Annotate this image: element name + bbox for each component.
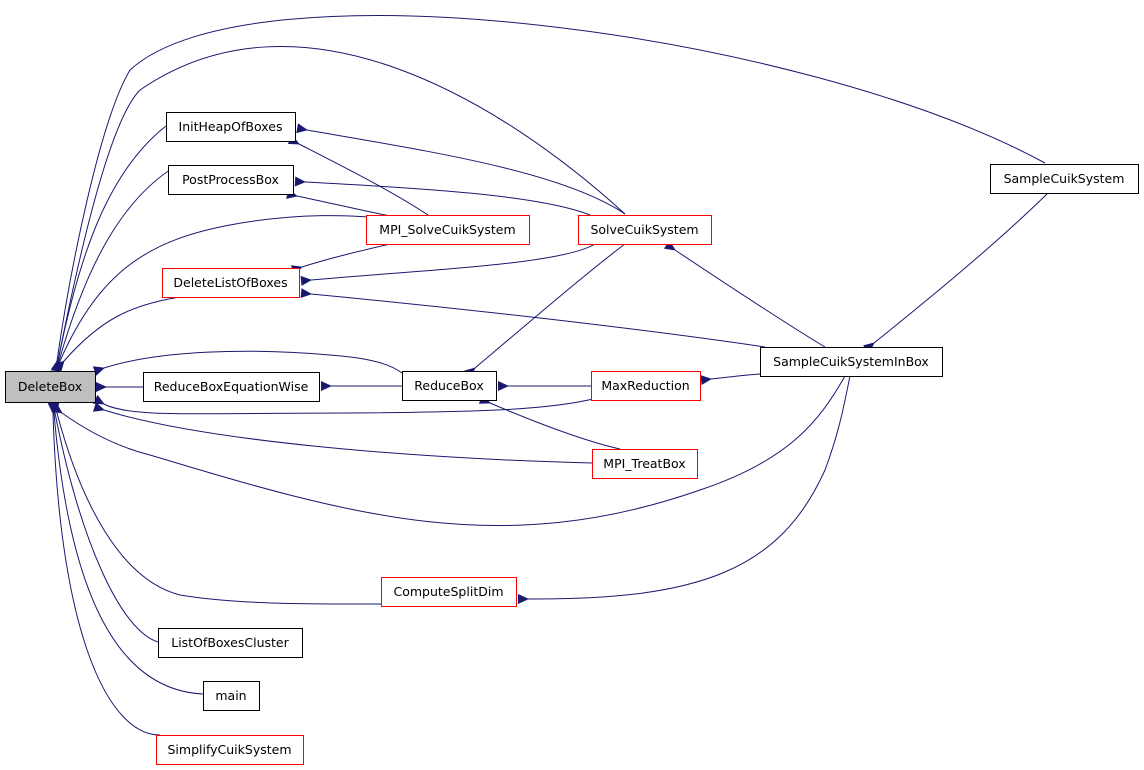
node-PostProcessBox[interactable]: PostProcessBox [168, 165, 294, 195]
node-MPI_SolveCuikSystem[interactable]: MPI_SolveCuikSystem [366, 215, 530, 245]
node-ReduceBox[interactable]: ReduceBox [402, 371, 497, 401]
node-box[interactable] [990, 164, 1139, 194]
node-box[interactable] [591, 371, 701, 401]
node-SampleCuikSystem[interactable]: SampleCuikSystem [990, 164, 1139, 194]
node-label: MPI_SolveCuikSystem [379, 222, 515, 237]
node-label: ReduceBox [414, 378, 483, 393]
edge-DeleteListOfBoxes-to-MPI_SolveCuikSystem [290, 243, 391, 275]
node-label: ListOfBoxesCluster [171, 635, 289, 650]
edge-PostProcessBox-to-MPI_SolveCuikSystem [286, 189, 391, 217]
node-label: DeleteBox [18, 379, 82, 394]
node-DeleteListOfBoxes[interactable]: DeleteListOfBoxes [162, 268, 300, 298]
edge-SolveCuikSystem-to-SampleCuikSystemInBox [663, 240, 826, 348]
node-box[interactable] [203, 681, 260, 711]
node-box[interactable] [578, 215, 712, 245]
node-box[interactable] [402, 371, 497, 401]
node-label: MaxReduction [601, 378, 689, 393]
edge-InitHeapOfBoxes-to-MPI_SolveCuikSystem [287, 134, 429, 216]
node-box[interactable] [158, 628, 303, 658]
node-SimplifyCuikSystem[interactable]: SimplifyCuikSystem [156, 735, 304, 765]
edge-DeleteBox-to-ComputeSplitDim [49, 402, 382, 605]
edge-InitHeapOfBoxes-to-SolveCuikSystem [296, 123, 626, 215]
edge-DeleteBox-to-DeleteListOfBoxes [53, 296, 181, 372]
node-label: SimplifyCuikSystem [167, 742, 291, 757]
edge-DeleteBox-to-MPI_SolveCuikSystem [51, 215, 399, 373]
node-InitHeapOfBoxes[interactable]: InitHeapOfBoxes [166, 112, 296, 142]
node-box[interactable] [381, 577, 517, 607]
node-SampleCuikSystemInBox[interactable]: SampleCuikSystemInBox [760, 347, 943, 377]
node-DeleteBox[interactable]: DeleteBox [5, 371, 96, 403]
node-ComputeSplitDim[interactable]: ComputeSplitDim [381, 577, 517, 607]
edge-SampleCuikSystemInBox-to-SampleCuikSystem [863, 192, 1049, 354]
node-label: DeleteListOfBoxes [173, 275, 287, 290]
node-label: ComputeSplitDim [394, 584, 504, 599]
edge-DeleteBox-to-SimplifyCuikSystem [47, 402, 161, 736]
edge-DeleteListOfBoxes-to-SolveCuikSystem [300, 243, 596, 286]
node-label: SolveCuikSystem [590, 222, 698, 237]
node-label: PostProcessBox [182, 172, 279, 187]
edge-DeleteBox-to-SampleCuikSystem [50, 15, 1046, 372]
edge-DeleteBox-to-main [48, 402, 204, 695]
node-box[interactable] [366, 215, 530, 245]
edge-DeleteBox-to-ListOfBoxesCluster [48, 402, 159, 643]
node-box[interactable] [156, 735, 304, 765]
node-ReduceBoxEquationWise[interactable]: ReduceBoxEquationWise [143, 372, 320, 402]
edge-DeleteBox-to-PostProcessBox [51, 165, 177, 372]
node-label: InitHeapOfBoxes [179, 119, 283, 134]
edge-DeleteBox-to-MPI_TreatBox [92, 402, 593, 464]
node-box[interactable] [143, 372, 320, 402]
edge-PostProcessBox-to-SolveCuikSystem [294, 176, 591, 216]
node-box[interactable] [760, 347, 943, 377]
edge-MaxReduction-to-SampleCuikSystemInBox [700, 373, 761, 386]
edge-ComputeSplitDim-to-SampleCuikSystemInBox [517, 375, 851, 604]
edge-ReduceBox-to-MPI_TreatBox [478, 394, 621, 450]
node-box[interactable] [162, 268, 300, 298]
node-box[interactable] [166, 112, 296, 142]
node-box[interactable] [168, 165, 294, 195]
edge-DeleteBox-to-InitHeapOfBoxes [51, 125, 167, 372]
node-label: main [215, 688, 246, 703]
edge-DeleteBox-to-ReduceBox [92, 350, 403, 376]
edge-DeleteBox-to-SampleCuikSystemInBox [50, 375, 846, 527]
node-layer: DeleteBox InitHeapOfBoxesPostProcessBoxDe… [5, 112, 1139, 765]
edge-layer [47, 15, 1049, 736]
node-label: SampleCuikSystem [1004, 171, 1125, 186]
node-MaxReduction[interactable]: MaxReduction [591, 371, 701, 401]
edge-ReduceBox-to-SolveCuikSystem [464, 243, 626, 379]
node-label: ReduceBoxEquationWise [154, 379, 309, 394]
edge-DeleteBox-to-SolveCuikSystem [51, 46, 626, 372]
edge-DeleteBox-to-MaxReduction [92, 394, 598, 415]
node-label: SampleCuikSystemInBox [773, 354, 929, 369]
node-ListOfBoxesCluster[interactable]: ListOfBoxesCluster [158, 628, 303, 658]
node-MPI_TreatBox[interactable]: MPI_TreatBox [592, 449, 698, 479]
edge-DeleteListOfBoxes-to-SampleCuikSystemInBox [300, 288, 766, 348]
node-main[interactable]: main [203, 681, 260, 711]
node-box[interactable] [5, 371, 96, 403]
node-label: MPI_TreatBox [603, 456, 685, 471]
node-SolveCuikSystem[interactable]: SolveCuikSystem [578, 215, 712, 245]
node-box[interactable] [592, 449, 698, 479]
